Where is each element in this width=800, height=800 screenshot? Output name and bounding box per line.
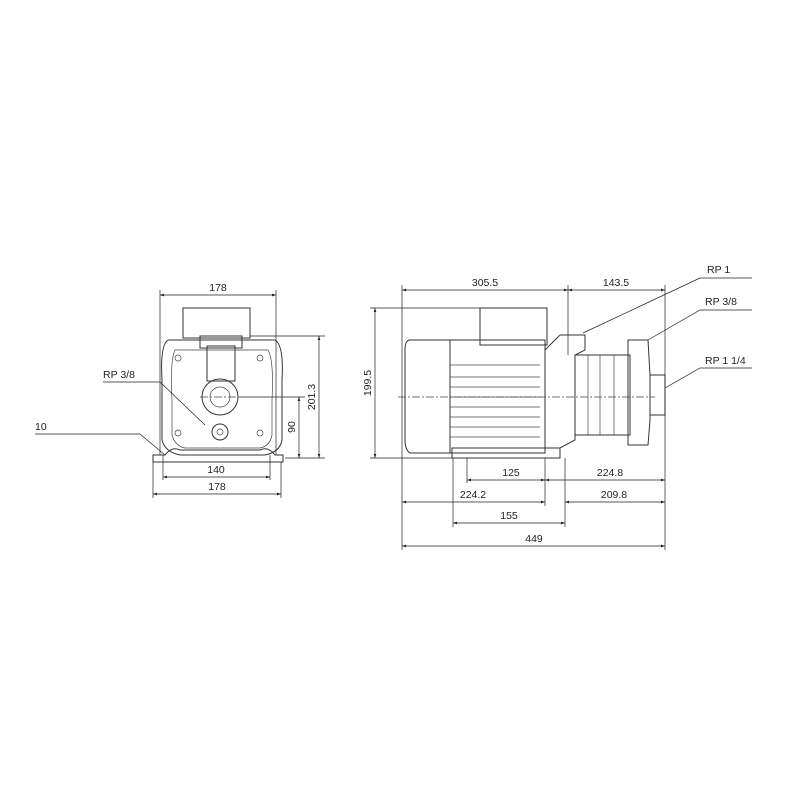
end-flange xyxy=(627,339,651,446)
dim-foot-to-flange: 125 xyxy=(502,467,520,479)
label-vent-port: RP 3/8 xyxy=(705,296,737,308)
pump-housing xyxy=(161,339,283,456)
label-inlet: RP 1 xyxy=(707,264,730,276)
pump-head xyxy=(544,334,586,449)
dim-front-foot-spacing: 140 xyxy=(207,464,225,476)
dim-motor-length: 305.5 xyxy=(472,277,498,289)
terminal-box xyxy=(182,307,251,339)
fan-cover xyxy=(404,339,451,454)
dim-foot-length: 155 xyxy=(500,510,518,522)
dim-overall-length: 449 xyxy=(525,533,543,545)
dim-motor-to-foot: 224.2 xyxy=(460,489,486,501)
dim-front-height: 201.3 xyxy=(306,384,318,410)
dim-foot-to-end: 209.8 xyxy=(601,489,627,501)
outlet-port xyxy=(649,374,666,416)
motor-body xyxy=(449,339,546,454)
front-view: 178 201.3 90 140 178 RP 3/8 10 xyxy=(35,282,325,498)
dim-flange-to-outlet: 224.8 xyxy=(597,467,623,479)
dim-pump-length: 143.5 xyxy=(603,277,629,289)
dim-front-base-width: 178 xyxy=(208,481,226,493)
terminal-box xyxy=(479,307,548,346)
label-outlet: RP 1 1/4 xyxy=(705,355,746,367)
base-foot xyxy=(152,448,284,463)
label-drain-port: RP 3/8 xyxy=(103,369,135,381)
label-foot-thickness: 10 xyxy=(35,421,47,433)
dim-front-top-width: 178 xyxy=(209,282,227,294)
base-foot xyxy=(451,447,561,459)
dim-front-axis-height: 90 xyxy=(286,421,298,433)
side-view: 305.5 143.5 199.5 125 224.8 224.2 209.8 … xyxy=(362,264,752,550)
pump-stages xyxy=(574,354,631,436)
dim-side-height: 199.5 xyxy=(362,370,374,396)
